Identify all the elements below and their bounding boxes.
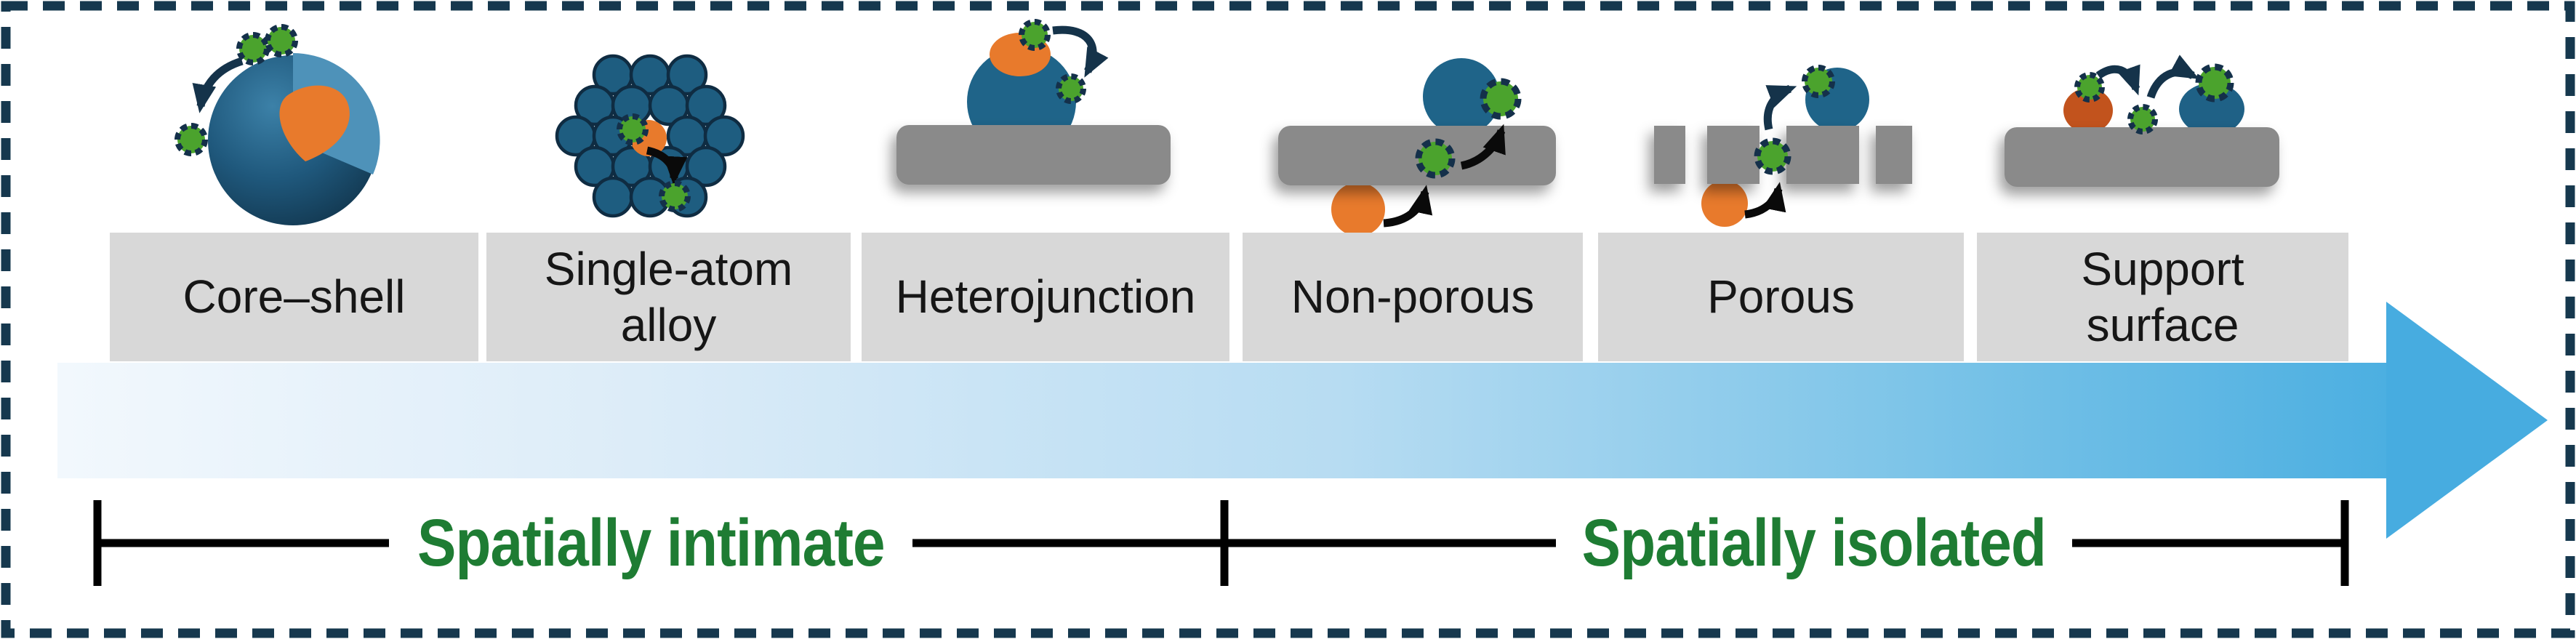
migration-arrow [2146,55,2199,99]
catalyst-particle-orange [2063,88,2113,133]
panel-label-text: Heterojunction [895,270,1196,323]
support-surface-icon [2005,55,2279,187]
catalyst-particle-orange [1701,180,1748,227]
host-atoms [555,54,745,218]
panel-label-text: Single-atom alloy [544,242,793,351]
panel-label-text: Non-porous [1291,270,1535,323]
panel-label-support-surface: Support surface [1977,233,2348,361]
molecule-icon [2195,63,2234,103]
catalyst-particle-orange [1331,182,1385,236]
porous-membrane-bar [1654,126,1912,184]
spectrum-label-intimate: Spatially intimate [389,500,912,586]
migration-arrow [192,57,244,113]
molecule-icon [1754,137,1791,175]
molecule-icon [617,113,649,145]
gradient-arrow-head [2386,302,2548,539]
non-porous-icon [1278,58,1556,236]
spectrum-label-isolated: Spatially isolated [1556,500,2072,586]
core-sphere [279,85,350,161]
single-atom-alloy-icon [555,54,745,218]
migration-arrow [2095,64,2140,96]
migration-arrow [646,146,688,185]
migration-arrow [1383,185,1433,228]
panel-label-non-porous: Non-porous [1243,233,1583,361]
molecule-icon [2127,104,2158,134]
molecule-icon [1415,138,1456,179]
catalyst-particle-blue [2179,83,2244,135]
support-bar [896,125,1171,185]
molecule-icon [1480,78,1522,120]
molecule-icon [236,32,270,65]
panel-label-core-shell: Core–shell [110,233,478,361]
panel-label-porous: Porous [1598,233,1964,361]
support-bar [2005,127,2279,187]
migration-arrow [1460,124,1506,170]
spectrum-label-text: Spatially intimate [417,505,886,580]
molecule-icon [2074,72,2105,103]
molecule-icon [1802,65,1835,98]
migration-arrow [1052,25,1109,78]
porous-icon [1654,65,1912,227]
molecule-icon [1019,19,1051,51]
molecule-icon [265,24,298,57]
spectrum-label-text: Spatially isolated [1581,505,2047,580]
heterojunction-icon [896,19,1171,185]
panel-label-heterojunction: Heterojunction [862,233,1229,361]
migration-arrow [1744,182,1786,219]
catalyst-particle-blue [1423,58,1500,135]
core-shell-icon [174,24,380,225]
panel-label-text: Core–shell [182,270,406,323]
gradient-arrow-body [57,363,2386,478]
panel-label-single-atom-alloy: Single-atom alloy [486,233,851,361]
panel-label-text: Support surface [2081,242,2244,351]
migration-arrow [1763,84,1797,131]
molecule-icon [659,180,691,212]
panel-label-text: Porous [1707,270,1855,323]
molecule-icon [1056,73,1086,104]
molecule-icon [174,123,208,156]
